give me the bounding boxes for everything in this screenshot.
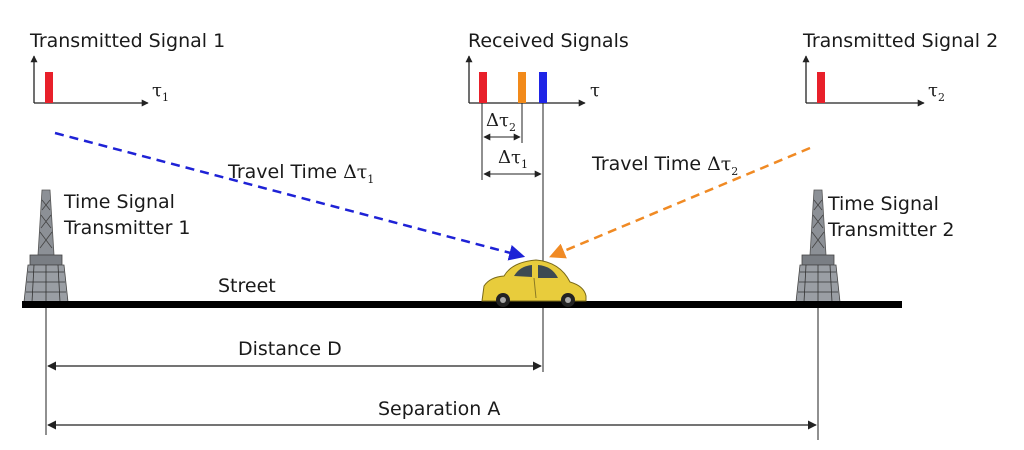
rx-pulse-transmitter-2 [518, 72, 526, 103]
tx1-signal-title: Transmitted Signal 1 [29, 30, 225, 52]
rx-signal-plot: Received Signals τ Δτ2 Δτ1 [465, 30, 629, 372]
tx2-tau-label: τ2 [928, 80, 945, 104]
transmitter-1-tower-icon [23, 118, 69, 303]
tx2-pulse [817, 72, 825, 103]
street-line [22, 301, 902, 308]
transmitter-2-tower-icon [795, 118, 841, 303]
car-icon [481, 259, 587, 307]
transmitter-2-label-line1: Time Signal [827, 193, 939, 215]
transmitter-1-label-line2: Transmitter 1 [63, 217, 191, 239]
travel-time-2-label: Travel Time Δτ2 [591, 153, 738, 178]
delta-tau-2-label: Δτ2 [486, 110, 516, 134]
tx2-signal-title: Transmitted Signal 2 [802, 30, 998, 52]
travel-path-1 [54, 131, 526, 261]
distance-label: Distance D [238, 338, 342, 360]
travel-time-1-label: Travel Time Δτ1 [227, 161, 374, 186]
tx1-pulse [45, 72, 53, 103]
rx-pulse-reference [479, 72, 487, 103]
street-label: Street [218, 275, 276, 297]
tx2-signal-plot: Transmitted Signal 2 τ2 [802, 30, 998, 107]
tx1-tau-label: τ1 [152, 80, 169, 104]
rx-pulse-transmitter-1 [539, 72, 547, 103]
tx1-signal-plot: Transmitted Signal 1 τ1 [29, 30, 225, 107]
rx-tau-label: τ [590, 80, 600, 101]
travel-path-2 [549, 146, 811, 259]
transmitter-1-label-line1: Time Signal [63, 191, 175, 213]
separation-label: Separation A [378, 398, 500, 420]
transmitter-2-label-line2: Transmitter 2 [827, 219, 955, 241]
delta-tau-1-label: Δτ1 [498, 147, 528, 171]
rx-signal-title: Received Signals [468, 30, 629, 52]
